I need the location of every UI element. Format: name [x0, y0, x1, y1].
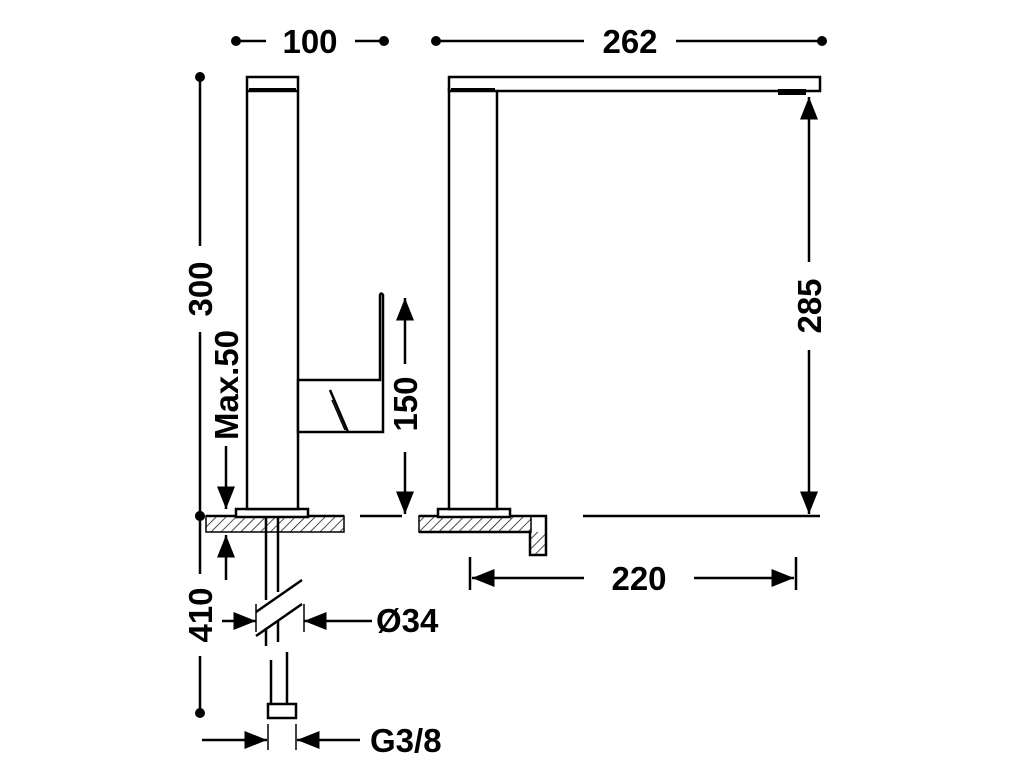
front-spout — [447, 75, 822, 93]
dim-300-label: 300 — [182, 261, 219, 316]
dim-150-label: 150 — [387, 376, 424, 431]
dim-262: 262 — [431, 23, 827, 60]
dim-220: 220 — [468, 557, 798, 597]
front-view — [418, 75, 822, 557]
side-deck — [205, 515, 345, 533]
dim-285-label: 285 — [791, 278, 828, 333]
dim-diameter-label: Ø34 — [376, 602, 439, 639]
dim-max50: Max.50 — [208, 330, 245, 580]
dim-100-label: 100 — [282, 23, 337, 60]
dim-diameter: Ø34 — [222, 602, 439, 639]
dim-150: 150 — [387, 298, 424, 514]
dim-max50-label: Max.50 — [208, 330, 245, 440]
front-body — [447, 87, 499, 511]
dim-100: 100 — [231, 23, 389, 60]
dim-410-label: 410 — [182, 587, 219, 642]
side-view — [205, 75, 385, 720]
side-lever-handle — [296, 292, 385, 434]
front-deck — [418, 515, 532, 533]
dim-285: 285 — [791, 97, 828, 514]
side-body — [245, 75, 300, 511]
dim-connection-label: G3/8 — [370, 722, 442, 759]
dim-262-label: 262 — [602, 23, 657, 60]
front-aerator — [778, 89, 806, 95]
dim-300: 300 — [182, 72, 219, 521]
side-connector — [266, 702, 298, 720]
dim-220-label: 220 — [611, 560, 666, 597]
dim-connection: G3/8 — [202, 722, 442, 759]
side-hose — [255, 517, 303, 720]
dim-410: 410 — [182, 511, 219, 718]
